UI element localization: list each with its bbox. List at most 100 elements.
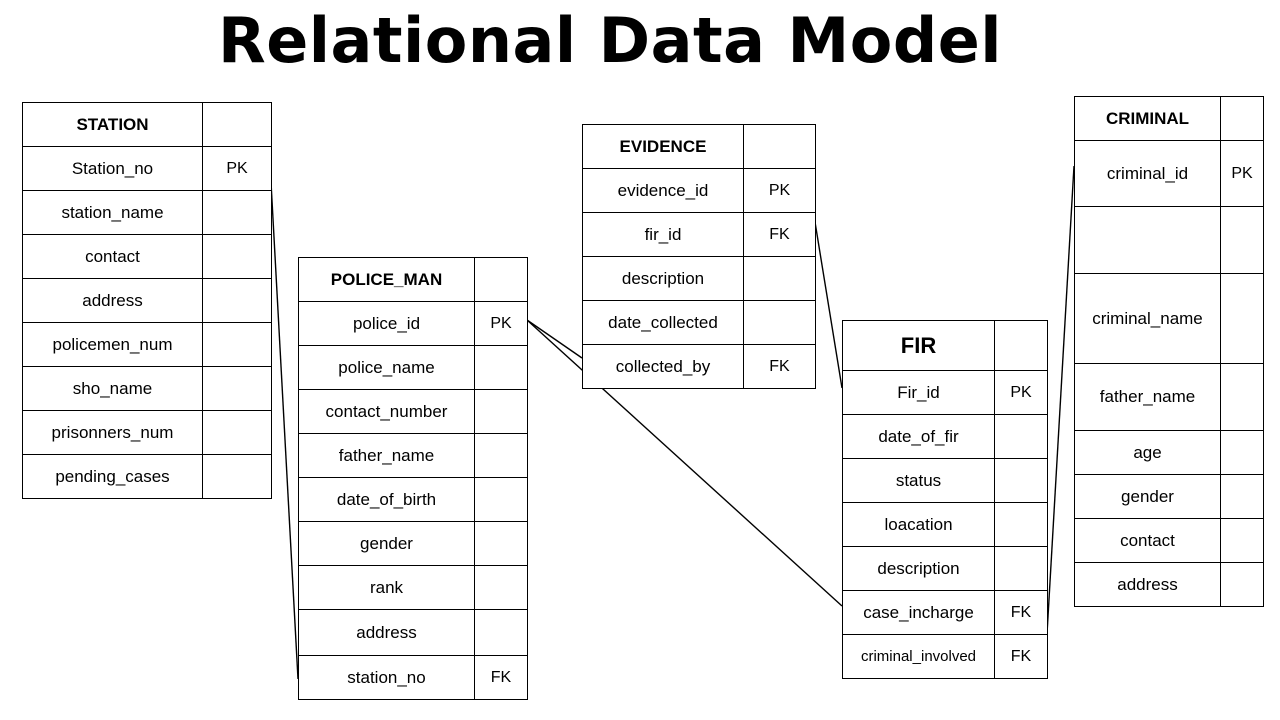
key-cell: FK — [743, 344, 816, 389]
key-cell — [202, 322, 272, 367]
field-name: contact — [22, 234, 203, 279]
field-name: case_incharge — [842, 590, 995, 635]
entity-name: STATION — [22, 102, 203, 147]
field-name: date_collected — [582, 300, 744, 345]
page-title: Relational Data Model — [217, 4, 1003, 77]
key-cell — [994, 414, 1048, 459]
relation-policeman-evidence — [526, 319, 583, 359]
field-name: contact — [1074, 518, 1221, 563]
field-name: sho_name — [22, 366, 203, 411]
key-cell — [474, 565, 528, 610]
entity-name: FIR — [842, 320, 995, 371]
field-name: contact_number — [298, 389, 475, 434]
field-row: description — [842, 546, 1048, 591]
field-name: father_name — [1074, 363, 1221, 431]
key-cell — [994, 458, 1048, 503]
field-name: status — [842, 458, 995, 503]
field-name: collected_by — [582, 344, 744, 389]
field-row: status — [842, 458, 1048, 503]
key-cell — [202, 190, 272, 235]
field-row: age — [1074, 430, 1264, 475]
key-cell: FK — [743, 212, 816, 257]
field-row: station_name — [22, 190, 272, 235]
field-row: police_name — [298, 345, 528, 390]
field-name: gender — [1074, 474, 1221, 519]
field-name: age — [1074, 430, 1221, 475]
field-name: Fir_id — [842, 370, 995, 415]
key-cell — [1220, 430, 1264, 475]
key-cell — [994, 546, 1048, 591]
field-name: rank — [298, 565, 475, 610]
field-row — [1074, 206, 1264, 274]
key-cell — [1220, 474, 1264, 519]
entity-name: EVIDENCE — [582, 124, 744, 169]
field-row: loacation — [842, 502, 1048, 547]
field-name: criminal_involved — [842, 634, 995, 679]
field-name: police_name — [298, 345, 475, 390]
key-cell — [1220, 518, 1264, 563]
key-cell: FK — [994, 590, 1048, 635]
entity-name: POLICE_MAN — [298, 257, 475, 302]
field-name: criminal_name — [1074, 273, 1221, 364]
field-name: evidence_id — [582, 168, 744, 213]
field-name: address — [298, 609, 475, 656]
field-name: address — [1074, 562, 1221, 607]
key-cell — [1220, 96, 1264, 141]
field-row: criminal_name — [1074, 273, 1264, 364]
key-cell — [474, 257, 528, 302]
entity-header: CRIMINAL — [1074, 96, 1264, 141]
field-name: pending_cases — [22, 454, 203, 499]
entity-header: STATION — [22, 102, 272, 147]
key-cell — [994, 320, 1048, 371]
field-row: father_name — [1074, 363, 1264, 431]
relation-fir-criminal — [1046, 165, 1075, 635]
field-row: rank — [298, 565, 528, 610]
key-cell — [1220, 206, 1264, 274]
field-name: Station_no — [22, 146, 203, 191]
key-cell — [202, 102, 272, 147]
key-cell: PK — [994, 370, 1048, 415]
key-cell: PK — [743, 168, 816, 213]
entity-header: POLICE_MAN — [298, 257, 528, 302]
key-cell — [474, 389, 528, 434]
field-row: address — [1074, 562, 1264, 607]
field-row: date_of_birth — [298, 477, 528, 522]
field-row: sho_name — [22, 366, 272, 411]
key-cell — [1220, 363, 1264, 431]
key-cell — [743, 256, 816, 301]
field-row: address — [298, 609, 528, 656]
field-name: date_of_fir — [842, 414, 995, 459]
relation-evidence-fir — [814, 221, 843, 389]
field-row: date_of_fir — [842, 414, 1048, 459]
field-name: criminal_id — [1074, 140, 1221, 207]
field-row: policemen_num — [22, 322, 272, 367]
field-row: date_collected — [582, 300, 816, 345]
field-row: gender — [1074, 474, 1264, 519]
key-cell: PK — [474, 301, 528, 346]
key-cell — [743, 124, 816, 169]
entity-header: EVIDENCE — [582, 124, 816, 169]
key-cell — [474, 477, 528, 522]
field-name: address — [22, 278, 203, 323]
field-row: father_name — [298, 433, 528, 478]
field-row: gender — [298, 521, 528, 566]
key-cell — [474, 609, 528, 656]
key-cell — [474, 345, 528, 390]
entity-name: CRIMINAL — [1074, 96, 1221, 141]
field-name: gender — [298, 521, 475, 566]
field-name: prisonners_num — [22, 410, 203, 455]
field-name: description — [842, 546, 995, 591]
key-cell: PK — [1220, 140, 1264, 207]
field-name: station_no — [298, 655, 475, 700]
